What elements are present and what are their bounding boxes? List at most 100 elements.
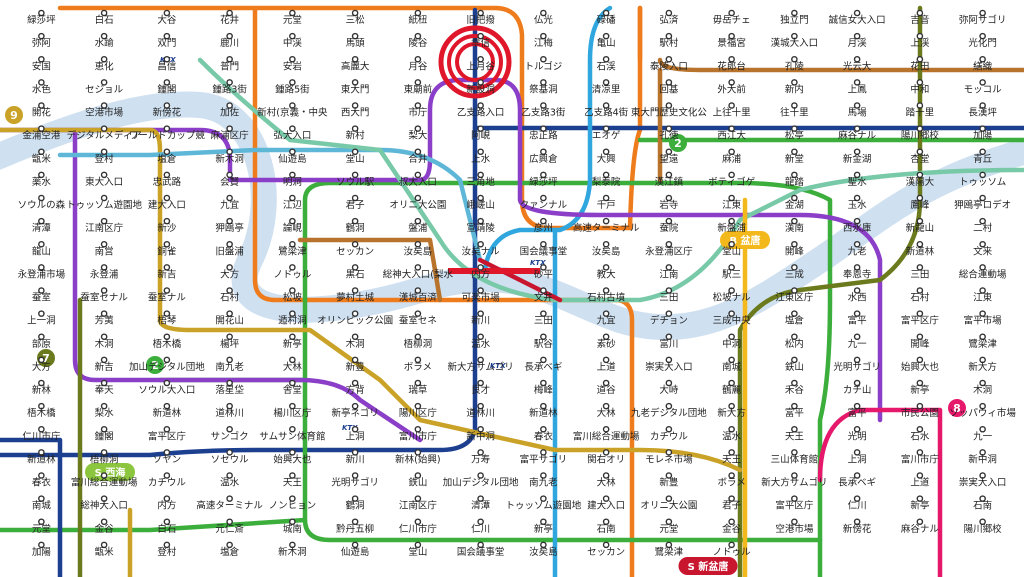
station-dot[interactable] <box>665 217 673 225</box>
station[interactable]: 青丘 <box>973 148 993 165</box>
station[interactable]: 新傍花 <box>153 102 182 119</box>
station[interactable]: 鹿川 <box>220 32 239 50</box>
station-dot[interactable] <box>100 102 108 109</box>
station[interactable]: 吉音 <box>910 9 929 26</box>
station-dot[interactable] <box>477 9 484 17</box>
station-dot[interactable] <box>540 449 547 456</box>
station-dot[interactable] <box>853 55 861 63</box>
station[interactable]: 高麗大 <box>341 55 370 73</box>
station-dot[interactable] <box>226 425 233 433</box>
station[interactable]: 繕織 <box>973 55 993 73</box>
station-dot[interactable] <box>602 541 610 549</box>
station-dot[interactable] <box>289 171 296 179</box>
station[interactable]: 西大門 <box>341 102 370 119</box>
station-dot[interactable] <box>100 32 108 40</box>
station[interactable]: 可楽市場 <box>462 287 501 304</box>
station[interactable]: 開峰 <box>785 240 805 258</box>
station[interactable]: 元堂 <box>283 9 302 26</box>
station[interactable]: 君子 <box>346 194 366 211</box>
station-dot[interactable] <box>163 379 171 387</box>
station-dot[interactable] <box>163 495 171 502</box>
station-dot[interactable] <box>853 495 861 502</box>
station-dot[interactable] <box>791 425 798 433</box>
station[interactable]: 江東 <box>722 194 742 211</box>
station-dot[interactable] <box>665 240 673 248</box>
station-dot[interactable] <box>38 518 45 526</box>
station-dot[interactable] <box>979 148 986 156</box>
station-dot[interactable] <box>38 55 45 63</box>
station-dot[interactable] <box>916 171 924 179</box>
station[interactable]: 文井 <box>534 287 553 304</box>
station[interactable]: 富川総合運動場 <box>71 472 138 489</box>
station[interactable]: 仁川 <box>471 518 490 535</box>
station[interactable]: 鍾路5街 <box>275 79 310 96</box>
station-dot[interactable] <box>100 333 108 341</box>
station[interactable]: 新金湖 <box>843 148 872 165</box>
station-dot[interactable] <box>540 171 547 179</box>
station-dot[interactable] <box>602 148 610 156</box>
station-dot[interactable] <box>728 310 735 317</box>
station-dot[interactable] <box>979 79 986 86</box>
station-dot[interactable] <box>540 55 547 63</box>
station-dot[interactable] <box>602 379 610 387</box>
station-dot[interactable] <box>602 495 610 502</box>
station[interactable]: 大林 <box>283 356 303 373</box>
station[interactable]: 金湖 <box>785 194 804 211</box>
station-dot[interactable] <box>100 425 108 433</box>
station-dot[interactable] <box>226 9 233 17</box>
station[interactable]: 漢南 <box>785 217 804 235</box>
station[interactable]: 鍾閣 <box>157 79 176 96</box>
station[interactable]: 陵谷 <box>408 32 428 50</box>
station-dot[interactable] <box>351 125 359 132</box>
station-dot[interactable] <box>791 32 798 40</box>
station-dot[interactable] <box>540 240 547 248</box>
station-dot[interactable] <box>665 102 673 109</box>
station-dot[interactable] <box>351 287 359 294</box>
station[interactable]: 蚕室 <box>32 287 51 304</box>
station[interactable]: 普門 <box>220 55 239 73</box>
station[interactable]: 東大門歴史文化公 <box>631 102 708 119</box>
station-dot[interactable] <box>100 9 108 17</box>
station-dot[interactable] <box>100 287 108 294</box>
station-dot[interactable] <box>414 194 422 202</box>
station[interactable]: トルゴジ <box>524 55 562 73</box>
station-dot[interactable] <box>602 125 610 132</box>
station[interactable]: 仁川市庁 <box>399 518 438 535</box>
station[interactable]: 富平区庁 <box>901 310 940 327</box>
station-dot[interactable] <box>979 356 986 364</box>
station[interactable]: 白石 <box>157 518 176 535</box>
station-dot[interactable] <box>728 240 735 248</box>
station[interactable]: 弥阿サゴリ <box>959 9 1007 26</box>
station[interactable]: 楊川区庁 <box>273 402 312 420</box>
station[interactable]: ソウルの森 <box>18 194 66 211</box>
station-dot[interactable] <box>979 217 986 225</box>
station[interactable]: 広興倉 <box>529 148 558 165</box>
station-dot[interactable] <box>540 79 547 86</box>
station[interactable]: 黔丹五柳 <box>336 518 374 535</box>
station-dot[interactable] <box>916 32 924 40</box>
station-dot[interactable] <box>38 79 45 86</box>
station[interactable]: 大方 <box>32 356 51 373</box>
station[interactable]: 道林川 <box>215 402 244 420</box>
station[interactable]: 二村 <box>973 217 993 235</box>
station[interactable]: 千戸 <box>597 194 616 211</box>
station-dot[interactable] <box>477 240 484 248</box>
station-dot[interactable] <box>728 32 735 40</box>
station-dot[interactable] <box>728 425 735 433</box>
station[interactable]: ソッパウィ市場 <box>949 402 1016 420</box>
station[interactable]: ソヤン <box>153 449 182 466</box>
station-dot[interactable] <box>540 333 547 341</box>
station-dot[interactable] <box>916 379 924 387</box>
station-dot[interactable] <box>979 125 986 132</box>
station[interactable]: セッカン <box>336 240 374 258</box>
station-dot[interactable] <box>351 240 359 248</box>
station[interactable]: 南城 <box>32 495 52 512</box>
station[interactable]: 仙遊島 <box>278 148 307 165</box>
station[interactable]: 新道林 <box>27 449 56 466</box>
station-dot[interactable] <box>414 402 422 410</box>
station-dot[interactable] <box>477 264 484 271</box>
station-dot[interactable] <box>414 217 422 225</box>
station[interactable]: 金谷 <box>95 518 115 535</box>
station-dot[interactable] <box>916 310 924 317</box>
station-dot[interactable] <box>916 518 924 526</box>
